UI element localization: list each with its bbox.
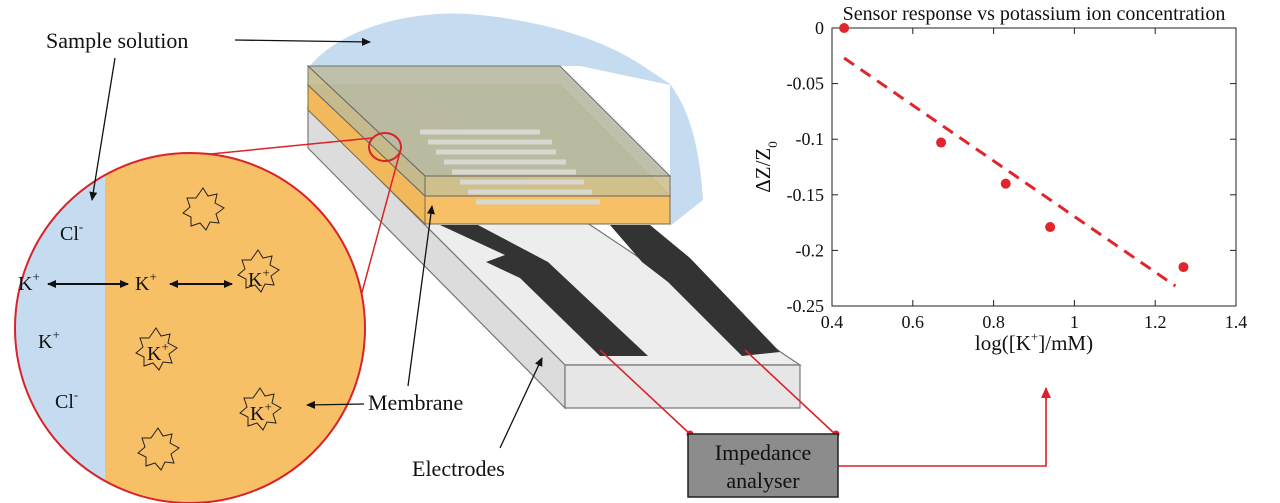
ionophores: [135, 187, 282, 471]
analyser-label-1: Impedance: [715, 440, 812, 465]
chart-plot-area: [831, 27, 1237, 307]
analyser-label-2: analyser: [726, 468, 800, 493]
y-tick-label: 0: [815, 18, 824, 38]
y-tick-label: -0.05: [787, 74, 825, 94]
ionophore-empty-1: [182, 187, 225, 231]
data-point: [1178, 262, 1189, 273]
arrow-membrane-zoom: [306, 400, 365, 409]
label-membrane: Membrane: [368, 390, 463, 415]
data-point: [1000, 178, 1011, 189]
interdigitated-electrodes: [420, 129, 600, 205]
x-tick-label: 0.4: [821, 312, 844, 332]
x-axis-ticks: 0.4 0.6 0.8 1 1.2 1.4: [821, 28, 1248, 332]
electrode-leads: [440, 225, 780, 356]
y-tick-label: -0.25: [787, 296, 825, 316]
x-axis-label: log([K+]/mM): [975, 329, 1093, 355]
arrow-sample-to-zoom: [89, 57, 116, 201]
ion-cl-1: Cl-: [60, 219, 83, 245]
fit-line: [843, 56, 1177, 288]
y-tick-label: -0.2: [796, 240, 825, 260]
y-axis-ticks: 0 -0.05 -0.1 -0.15 -0.2 -0.25: [787, 18, 1236, 316]
x-tick-label: 1: [1070, 312, 1079, 332]
arrow-membrane-device: [407, 205, 435, 387]
impedance-analyser-box: [687, 433, 839, 498]
data-point: [839, 23, 850, 33]
ion-k-complex-1: K+: [248, 265, 270, 291]
y-axis-label: ΔZ/Z0: [751, 141, 780, 193]
ion-k-solution: K+: [38, 327, 60, 353]
data-points: [839, 23, 1189, 273]
x-tick-label: 0.8: [982, 312, 1005, 332]
analyser-wires: [599, 349, 1047, 467]
x-tick-label: 0.6: [902, 312, 925, 332]
label-electrodes: Electrodes: [412, 456, 505, 481]
data-point: [936, 137, 947, 148]
ion-k-boundary: K+: [18, 269, 40, 295]
arrow-sample-solution: [234, 37, 371, 46]
zoom-marker: [368, 132, 402, 162]
ionophore-k-2: [135, 327, 178, 371]
response-chart: Sensor response vs potassium ion concent…: [751, 3, 1247, 355]
data-point: [1045, 222, 1056, 233]
ionophore-k-3: [239, 387, 282, 431]
ion-k-complex-3: K+: [250, 399, 272, 425]
ion-cl-2: Cl-: [55, 387, 78, 413]
ion-k-membrane: K+: [135, 269, 157, 295]
label-sample-solution: Sample solution: [46, 28, 188, 53]
sample-solution-drop: [308, 13, 703, 226]
y-tick-label: -0.15: [787, 185, 825, 205]
x-tick-label: 1.2: [1144, 312, 1167, 332]
fit-line-group: [843, 56, 1177, 288]
ion-k-complex-2: K+: [147, 339, 169, 365]
y-tick-label: -0.1: [796, 129, 825, 149]
x-tick-label: 1.4: [1225, 312, 1248, 332]
ionophore-empty-2: [137, 427, 180, 471]
ionophore-k-1: [237, 249, 280, 293]
arrow-electrodes: [499, 357, 543, 449]
chart-title: Sensor response vs potassium ion concent…: [843, 3, 1226, 25]
